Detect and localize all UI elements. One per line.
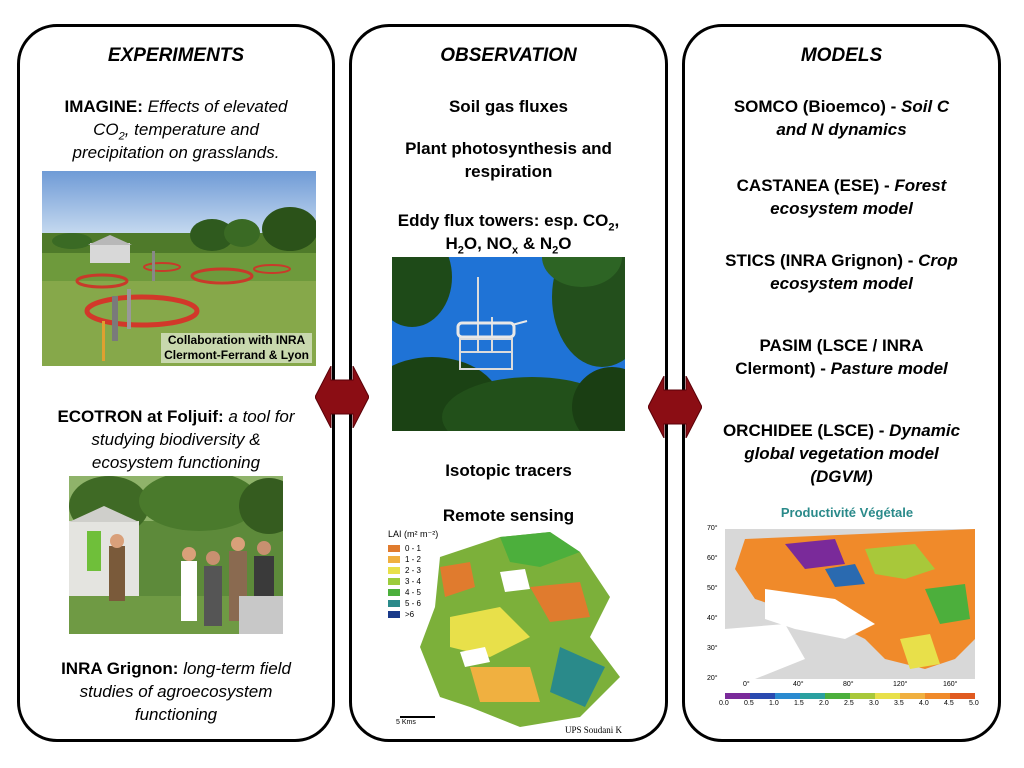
- plant-photosynthesis-text: Plant photosynthesis and respiration: [405, 139, 612, 181]
- double-arrow-left: [315, 366, 369, 428]
- lai-legend-swatch: [388, 589, 400, 596]
- longitude-label: 80°: [843, 681, 854, 688]
- somco-text: SOMCO (Bioemco) - Soil C and N dynamics: [733, 97, 950, 139]
- imagine-label: IMAGINE:: [64, 97, 143, 116]
- remote-sensing-text: Remote sensing: [442, 506, 575, 525]
- lai-remote-sensing-map: LAI (m² m⁻²) 0 - 1 1 - 2 2 - 3 3 - 4 4 - 5 5 …: [380, 527, 632, 737]
- experiments-title: EXPERIMENTS: [107, 45, 245, 66]
- imagine-text: IMAGINE: Effects of elevated CO2, temper…: [64, 97, 288, 162]
- lai-legend-title: LAI (m² m⁻²): [388, 529, 439, 539]
- lai-legend-item: 1 - 2: [388, 554, 421, 565]
- latitude-label: 30°: [707, 645, 718, 652]
- latitude-label: 40°: [707, 615, 718, 622]
- lai-legend-item: 3 - 4: [388, 576, 421, 587]
- colorbar-label: 2.5: [844, 700, 854, 707]
- lai-legend-item: 2 - 3: [388, 565, 421, 576]
- productivity-map: Productivité Végétale 70° 60° 50° 40° 30° 20°…: [705, 503, 989, 713]
- colorbar-label: 4.0: [919, 700, 929, 707]
- lai-legend-label: 1 - 2: [405, 555, 422, 564]
- lai-legend-label: >6: [405, 610, 415, 619]
- soil-gas-fluxes-text: Soil gas fluxes: [448, 97, 569, 116]
- observation-panel: OBSERVATION Soil gas fluxes Plant photos…: [349, 24, 668, 742]
- imagine-grassland-photo: Collaboration with INRA Clermont-Ferrand…: [42, 171, 316, 366]
- lai-legend-item: 0 - 1: [388, 543, 421, 554]
- lai-legend-label: 5 - 6: [405, 599, 422, 608]
- pasim-text: PASIM (LSCE / INRA Clermont) - Pasture m…: [735, 336, 948, 378]
- lai-legend-swatch: [388, 567, 400, 574]
- ecotron-text: ECOTRON at Foljuif: a tool for studying …: [57, 407, 295, 472]
- lai-credit: UPS Soudani K: [564, 725, 622, 735]
- colorbar-label: 2.0: [819, 700, 829, 707]
- eddy-flux-text: Eddy flux towers: esp. CO2, H2O, NOx & N…: [397, 211, 620, 257]
- lai-legend-label: 0 - 1: [405, 544, 422, 553]
- lai-legend-swatch: [388, 611, 400, 618]
- colorbar-label: 4.5: [944, 700, 954, 707]
- lai-legend-swatch: [388, 600, 400, 607]
- lai-scale-label: 5 Kms: [396, 719, 416, 726]
- stics-text: STICS (INRA Grignon) - Crop ecosystem mo…: [725, 251, 958, 293]
- lai-legend-label: 4 - 5: [405, 588, 422, 597]
- flux-tower-photo: [392, 257, 625, 431]
- orchidee-text: ORCHIDEE (LSCE) - Dynamic global vegetat…: [722, 421, 961, 486]
- longitude-label: 160°: [943, 681, 958, 688]
- colorbar: [725, 693, 975, 699]
- experiments-panel: EXPERIMENTS IMAGINE: Effects of elevated…: [17, 24, 335, 742]
- longitude-label: 0°: [743, 681, 750, 688]
- lai-legend-item: >6: [388, 609, 421, 620]
- imagine-photo-caption: Collaboration with INRA Clermont-Ferrand…: [161, 333, 312, 363]
- ecotron-label: ECOTRON at Foljuif:: [57, 407, 224, 426]
- longitude-labels: 0° 40° 80° 120° 160°: [725, 681, 975, 691]
- colorbar-labels: 0.0 0.5 1.0 1.5 2.0 2.5 3.0 3.5 4.0 4.5 5.0: [719, 700, 981, 710]
- colorbar-label: 1.0: [769, 700, 779, 707]
- colorbar-label: 0.5: [744, 700, 754, 707]
- ecotron-photo: [69, 476, 283, 634]
- colorbar-label: 3.0: [869, 700, 879, 707]
- grignon-text: INRA Grignon: long-term field studies of…: [61, 659, 291, 724]
- colorbar-label: 1.5: [794, 700, 804, 707]
- longitude-label: 40°: [793, 681, 804, 688]
- lai-legend-swatch: [388, 556, 400, 563]
- colorbar-label: 3.5: [894, 700, 904, 707]
- latitude-label: 70°: [707, 525, 718, 532]
- observation-title: OBSERVATION: [440, 45, 577, 66]
- grignon-label: INRA Grignon:: [61, 659, 179, 678]
- lai-legend-label: 2 - 3: [405, 566, 422, 575]
- isotopic-tracers-text: Isotopic tracers: [445, 461, 572, 480]
- lai-legend-item: 5 - 6: [388, 598, 421, 609]
- castanea-text: CASTANEA (ESE) - Forest ecosystem model: [736, 176, 947, 218]
- lai-legend-label: 3 - 4: [405, 577, 422, 586]
- colorbar-label: 5.0: [969, 700, 979, 707]
- lai-legend-swatch: [388, 578, 400, 585]
- latitude-label: 50°: [707, 585, 718, 592]
- double-arrow-right: [648, 376, 702, 438]
- lai-legend-swatch: [388, 545, 400, 552]
- productivity-map-title: Productivité Végétale: [780, 505, 914, 520]
- lai-legend-item: 4 - 5: [388, 587, 421, 598]
- latitude-label: 20°: [707, 675, 718, 682]
- latitude-label: 60°: [707, 555, 718, 562]
- models-title: MODELS: [800, 45, 883, 66]
- models-panel: MODELS SOMCO (Bioemco) - Soil C and N dy…: [682, 24, 1001, 742]
- latitude-labels: 70° 60° 50° 40° 30° 20°: [707, 525, 725, 682]
- longitude-label: 120°: [893, 681, 908, 688]
- lai-legend: 0 - 1 1 - 2 2 - 3 3 - 4 4 - 5 5 - 6 >6: [388, 543, 421, 620]
- colorbar-label: 0.0: [719, 700, 729, 707]
